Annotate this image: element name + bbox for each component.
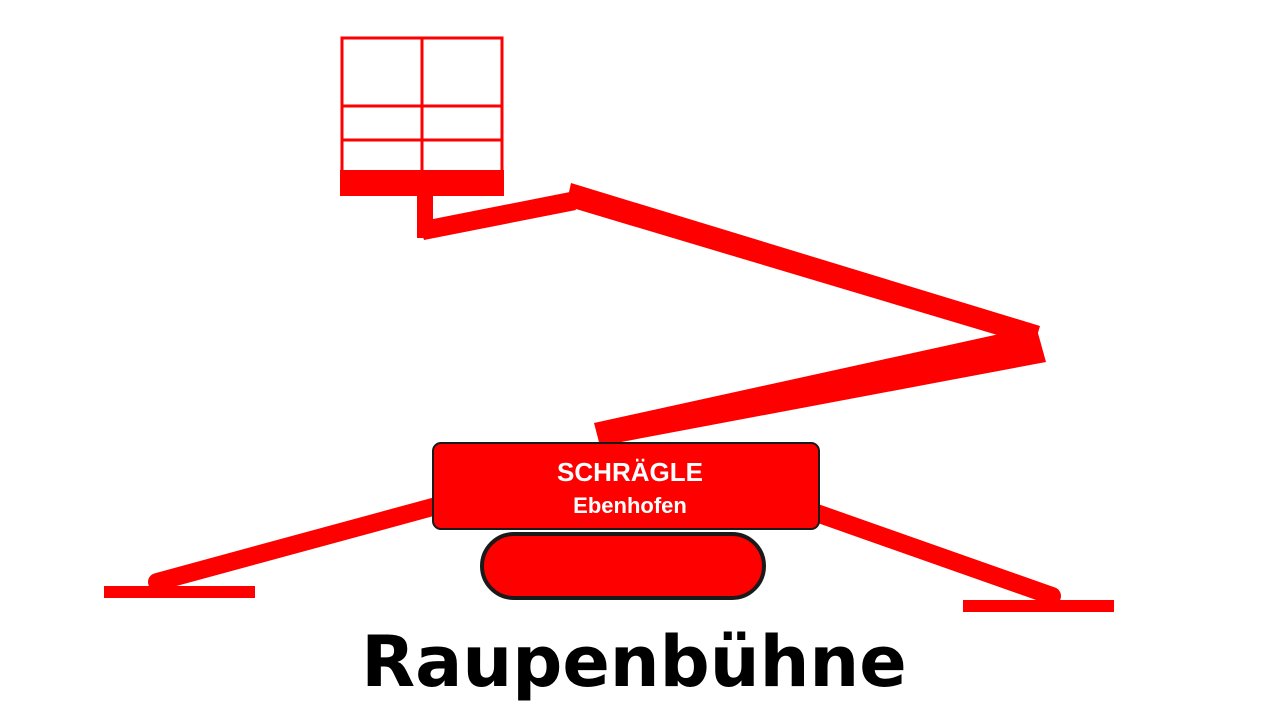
work-basket <box>340 36 504 196</box>
upper-boom <box>566 183 1040 346</box>
outrigger-right <box>799 501 1114 612</box>
machine-type-caption: Raupenbühne <box>361 621 907 703</box>
lower-boom <box>594 326 1046 446</box>
company-location: Ebenhofen <box>573 493 687 518</box>
crawler-track <box>480 532 766 600</box>
jib-arm <box>418 192 576 240</box>
company-name: SCHRÄGLE <box>557 457 703 487</box>
outrigger-left <box>104 496 449 598</box>
machine-body <box>432 442 820 530</box>
basket-post <box>417 192 433 238</box>
